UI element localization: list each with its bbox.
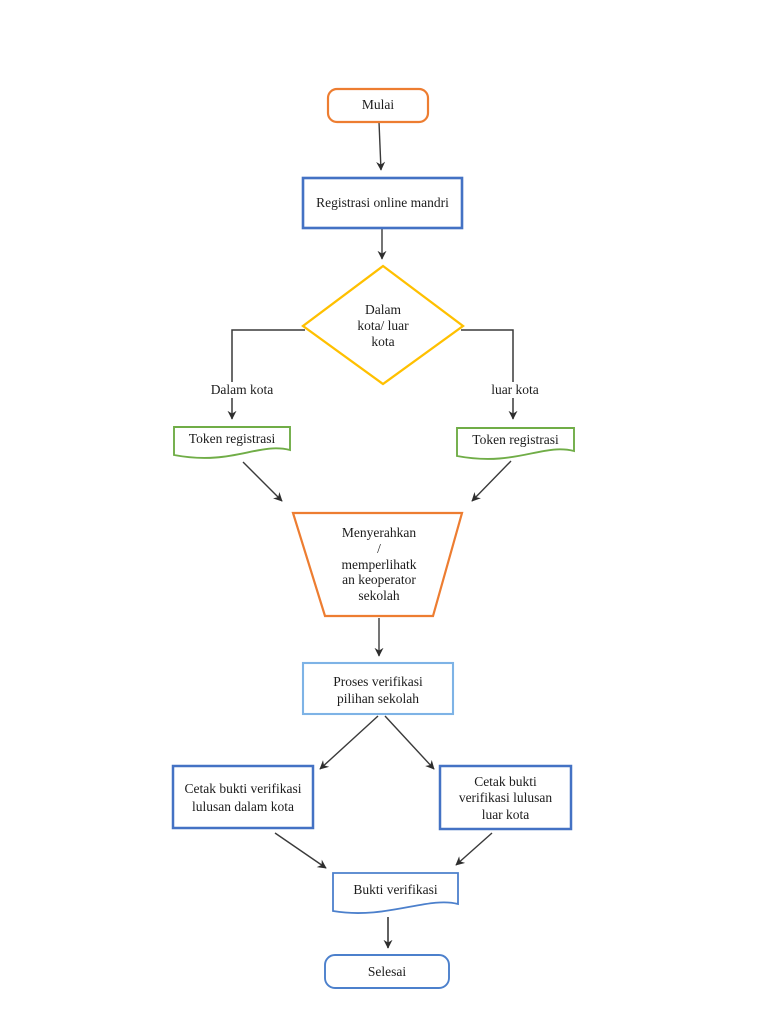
proof-document-shape bbox=[332, 872, 459, 914]
end-terminator-shape bbox=[324, 954, 450, 989]
verify-process-shape bbox=[301, 661, 455, 716]
submit-line2: / bbox=[377, 540, 381, 556]
verify-line1: Proses verifikasi bbox=[333, 674, 423, 689]
print-right-line3: luar kota bbox=[481, 806, 530, 822]
edge-token-left-to-submit bbox=[242, 461, 283, 502]
branch-right-label: luar kota bbox=[478, 382, 552, 398]
token-right-label: Token registrasi bbox=[472, 432, 559, 447]
print-left-process-shape bbox=[171, 764, 315, 830]
verify-label: Proses verifikasi pilihan sekolah bbox=[303, 673, 453, 707]
end-label: Selesai bbox=[367, 964, 407, 979]
decision-line3: kota bbox=[371, 334, 395, 349]
submit-line5: sekolah bbox=[358, 588, 400, 604]
token-right-document-shape bbox=[456, 427, 575, 460]
registration-label: Registrasi online mandri bbox=[316, 195, 449, 210]
submit-label: Menyerahkan / memperlihatk an keoperator… bbox=[309, 525, 449, 604]
edge-print-left-to-proof bbox=[274, 832, 327, 869]
decision-line2: kota/ luar bbox=[357, 318, 409, 333]
print-right-line1: Cetak bukti bbox=[474, 774, 537, 789]
edge-verify-to-print-right bbox=[384, 715, 435, 770]
submit-line3: memperlihatk bbox=[341, 556, 417, 572]
decision-diamond-shape bbox=[301, 264, 465, 386]
branch-left-label: Dalam kota bbox=[198, 382, 286, 398]
registration-process-shape bbox=[301, 176, 464, 230]
print-left-line2: lulusan dalam kota bbox=[192, 798, 294, 814]
edge-start-to-registration bbox=[376, 121, 386, 171]
edge-decision-to-token-left bbox=[227, 329, 305, 420]
print-right-label: Cetak bukti verifikasi lulusan luar kota bbox=[440, 774, 571, 823]
proof-label: Bukti verifikasi bbox=[353, 882, 438, 897]
print-right-process-shape bbox=[438, 764, 573, 831]
edge-token-right-to-submit bbox=[471, 460, 512, 502]
start-terminator-shape bbox=[326, 87, 430, 124]
print-right-line2: verifikasi lulusan bbox=[458, 790, 553, 806]
token-left-document-shape bbox=[173, 426, 291, 459]
token-left-label: Token registrasi bbox=[188, 431, 276, 446]
submit-line4: an keoperator bbox=[342, 572, 416, 588]
decision-line1: Dalam bbox=[365, 302, 401, 317]
decision-label: Dalam kota/ luar kota bbox=[323, 302, 443, 350]
edge-verify-to-print-left bbox=[319, 715, 379, 770]
print-left-label: Cetak bukti verifikasi lulusan dalam kot… bbox=[173, 780, 313, 815]
submit-trapezoid-shape bbox=[291, 511, 464, 618]
verify-line2: pilihan sekolah bbox=[336, 691, 420, 706]
submit-line1: Menyerahkan bbox=[341, 525, 417, 540]
edge-decision-to-token-right bbox=[461, 329, 518, 420]
start-label: Mulai bbox=[361, 97, 395, 112]
edge-print-right-to-proof bbox=[455, 832, 493, 866]
print-left-line1: Cetak bukti verifikasi bbox=[184, 781, 302, 796]
